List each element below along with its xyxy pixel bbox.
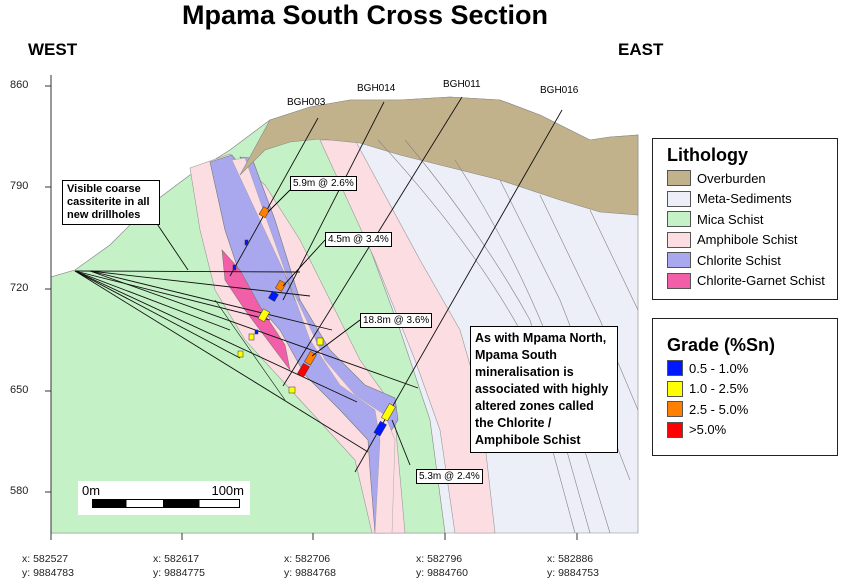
grade-legend-title: Grade (%Sn) (667, 335, 776, 355)
legend-item: 1.0 - 2.5% (653, 379, 837, 400)
legend-item: Overburden (653, 168, 837, 189)
callout-leaders (267, 189, 361, 357)
mineralisation-note: As with Mpama North, Mpama South mineral… (470, 326, 618, 453)
overburden-unit (239, 96, 639, 216)
scale-bar: 0m 100m (78, 481, 250, 515)
y-tick-label: 720 (10, 282, 29, 294)
amphibole-schist-inner (231, 157, 396, 534)
grade-legend: Grade (%Sn) 0.5 - 1.0% 1.0 - 2.5% 2.5 - … (652, 318, 838, 456)
legend-item: >5.0% (653, 420, 837, 441)
scale-start-label: 0m (82, 483, 101, 498)
y-ticks (45, 85, 51, 493)
legend-item: 0.5 - 1.0% (653, 358, 837, 379)
intercept-label: 5.9m @ 2.6% (290, 176, 357, 191)
legend-item: Chlorite Schist (653, 250, 837, 271)
legend-item: Chlorite-Garnet Schist (653, 271, 837, 292)
intercept-label: 5.3m @ 2.4% (416, 469, 483, 484)
y-tick-label: 650 (10, 384, 29, 396)
lithology-legend-title: Lithology (667, 145, 748, 165)
y-tick-label: 790 (10, 180, 29, 192)
legend-item: Amphibole Schist (653, 230, 837, 251)
x-ticks (50, 533, 578, 540)
intercept-label: 18.8m @ 3.6% (360, 313, 433, 328)
west-label: WEST (28, 40, 78, 59)
cassiterite-callout: Visible coarse cassiterite in all new dr… (62, 180, 160, 225)
y-tick-label: 580 (10, 485, 29, 497)
legend-item: Meta-Sediments (653, 189, 837, 210)
foliation-lines (377, 139, 639, 534)
lithology-legend: Lithology Overburden Meta-Sediments Mica… (652, 138, 838, 300)
drillhole-label: BGH014 (357, 83, 396, 94)
legend-item: 2.5 - 5.0% (653, 399, 837, 420)
drillhole-label: BGH011 (443, 79, 481, 90)
chlorite-garnet-schist-unit (221, 249, 291, 371)
figure-title: Mpama South Cross Section (181, 0, 549, 30)
intercept-label: 4.5m @ 3.4% (325, 232, 392, 247)
drillhole-label: BGH016 (540, 85, 579, 96)
legend-item: Mica Schist (653, 209, 837, 230)
east-label: EAST (618, 40, 664, 59)
y-tick-label: 860 (10, 79, 29, 91)
scale-end-label: 100m (211, 483, 244, 498)
drillhole-label: BGH003 (287, 97, 326, 108)
drillhole-bgh003 (229, 117, 319, 277)
